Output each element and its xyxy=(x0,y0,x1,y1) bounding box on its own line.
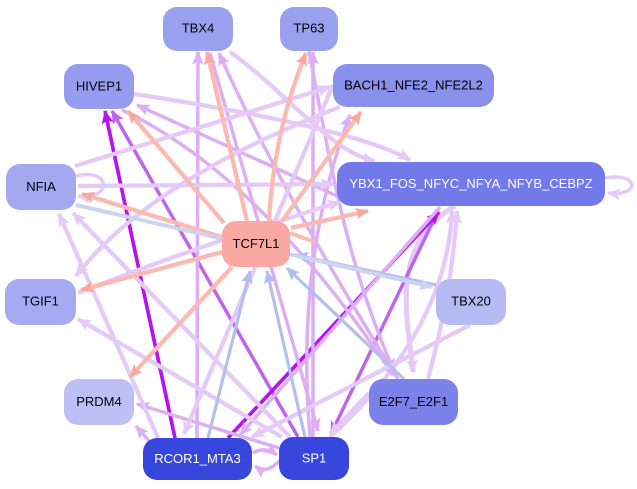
svg-text:TP63: TP63 xyxy=(293,21,324,36)
svg-text:TGIF1: TGIF1 xyxy=(22,294,59,309)
svg-text:TBX20: TBX20 xyxy=(451,294,491,309)
svg-text:HIVEP1: HIVEP1 xyxy=(76,79,122,94)
svg-text:BACH1_NFE2_NFE2L2: BACH1_NFE2_NFE2L2 xyxy=(344,78,483,93)
svg-text:YBX1_FOS_NFYC_NFYA_NFYB_CEBPZ: YBX1_FOS_NFYC_NFYA_NFYB_CEBPZ xyxy=(349,176,592,191)
svg-text:E2F7_E2F1: E2F7_E2F1 xyxy=(379,394,448,409)
svg-text:RCOR1_MTA3: RCOR1_MTA3 xyxy=(154,451,240,466)
svg-text:PRDM4: PRDM4 xyxy=(76,394,122,409)
svg-text:TCF7L1: TCF7L1 xyxy=(233,236,280,251)
svg-text:NFIA: NFIA xyxy=(26,179,56,194)
svg-text:SP1: SP1 xyxy=(302,451,327,466)
svg-text:TBX4: TBX4 xyxy=(182,21,215,36)
